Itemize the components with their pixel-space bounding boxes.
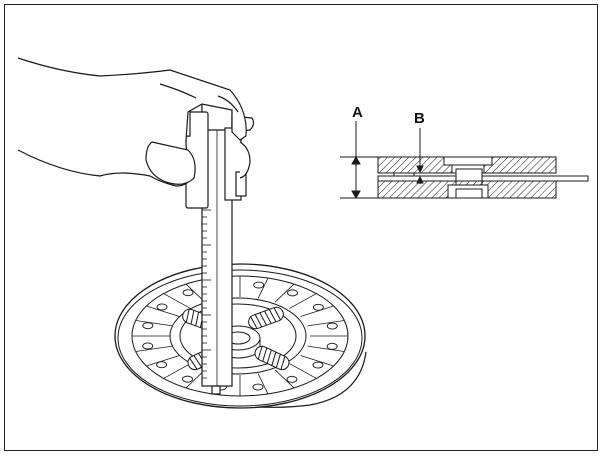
segment-line: [163, 363, 191, 379]
cross-section: [377, 156, 589, 199]
segment-line: [289, 293, 317, 309]
rivet-hole: [312, 361, 324, 369]
label-a: A: [352, 104, 363, 121]
dimension-b: [416, 128, 424, 184]
caliper-scale: [202, 209, 211, 379]
label-b: B: [414, 110, 425, 127]
segment-line: [135, 320, 173, 327]
dimension-a: [340, 121, 378, 200]
rivet-hole: [142, 342, 154, 350]
segment-line: [146, 355, 180, 367]
rivet-hole: [252, 383, 264, 391]
rivet-hole: [326, 322, 338, 330]
rivet-hole: [156, 303, 168, 311]
rivet-hole: [286, 375, 298, 383]
segment-line: [257, 277, 269, 299]
segment-line: [300, 305, 334, 317]
segment-line: [307, 320, 345, 327]
segment-line: [300, 355, 334, 367]
segment-line: [146, 305, 180, 317]
segment-line: [135, 345, 173, 352]
rivet-hole: [182, 375, 193, 383]
rivet-hole: [142, 322, 154, 330]
rivet-hole: [182, 289, 194, 297]
rivet-hole: [287, 289, 298, 297]
rivet-hole: [156, 361, 168, 369]
segment-line: [289, 363, 317, 379]
segment-line: [163, 293, 191, 309]
segment-line: [257, 373, 269, 395]
rivet-hole: [312, 303, 324, 311]
rivet-hole: [326, 342, 338, 350]
hand: [17, 57, 251, 187]
disc-segments: [132, 276, 348, 396]
segment-line: [274, 283, 295, 303]
segment-line: [274, 369, 295, 389]
rivet-hole: [253, 281, 265, 289]
segment-line: [307, 345, 345, 352]
